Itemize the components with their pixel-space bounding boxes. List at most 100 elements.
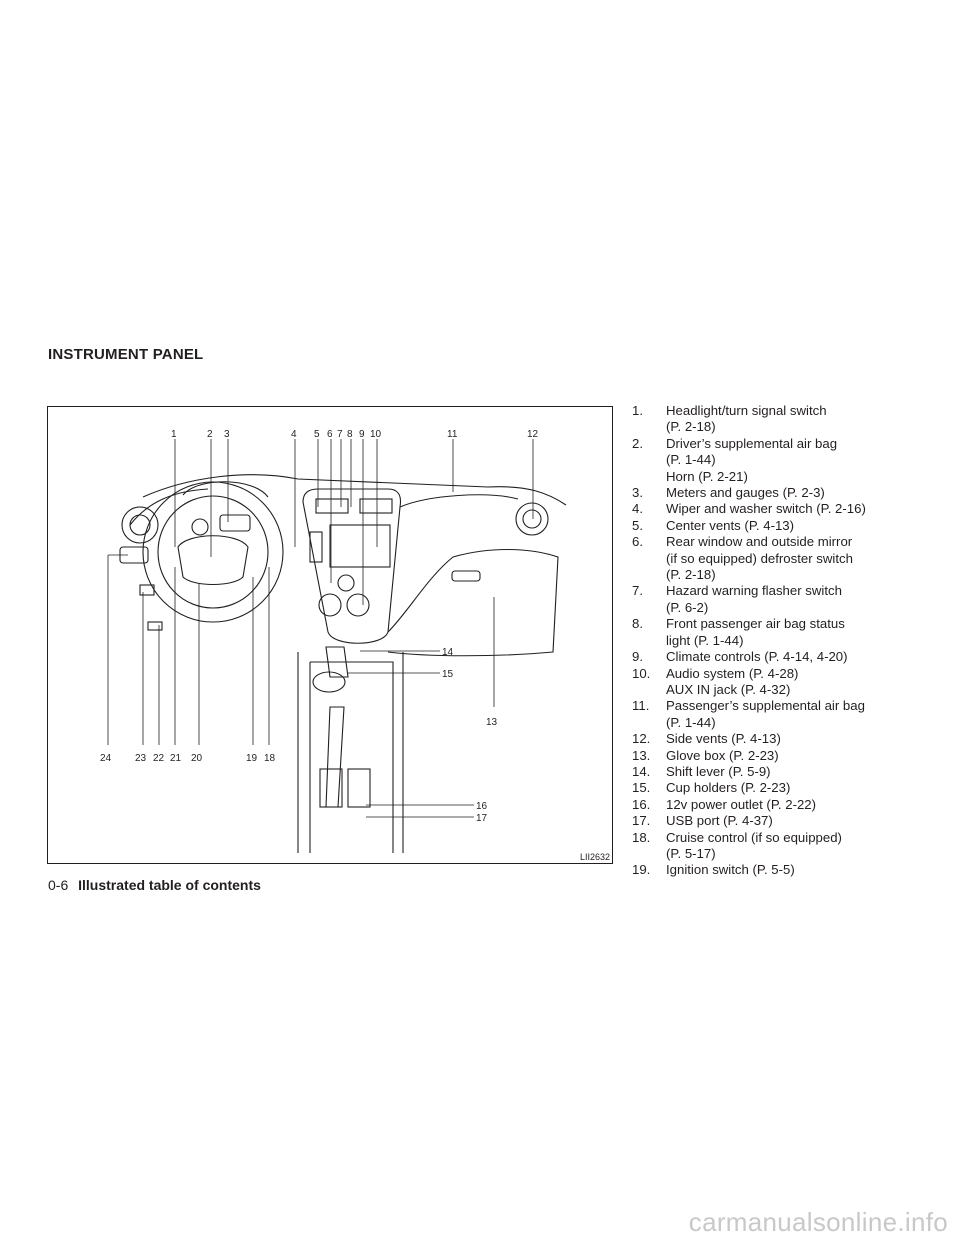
callout-item-text: Ignition switch (P. 5-5) [666, 862, 795, 878]
callout-number: 11 [447, 429, 458, 440]
callout-number: 5 [314, 429, 320, 440]
callout-item: 3. Meters and gauges (P. 2-3) [632, 485, 932, 501]
callout-number: 22 [153, 753, 165, 764]
section-heading: INSTRUMENT PANEL [48, 346, 204, 363]
callout-item-number: 8. [632, 616, 643, 632]
callout-item-number: 10. [632, 665, 651, 681]
callout-number: 13 [486, 717, 498, 728]
callout-item-text: (P. 2-18) [666, 567, 716, 583]
callout-item: 10. Audio system (P. 4-28)AUX IN jack (P.… [632, 666, 932, 699]
callout-number: 9 [359, 429, 365, 440]
callout-item: 7. Hazard warning flasher switch(P. 6-2) [632, 583, 932, 616]
callout-item-number: 7. [632, 583, 643, 599]
callout-number: 6 [327, 429, 333, 440]
callout-number: 20 [191, 753, 203, 764]
callout-item: 5. Center vents (P. 4-13) [632, 518, 932, 534]
callout-item: 6. Rear window and outside mirror(if so e… [632, 534, 932, 583]
callout-item-text: Shift lever (P. 5-9) [666, 763, 771, 779]
callout-item: 2. Driver’s supplemental air bag(P. 1-44)… [632, 436, 932, 485]
callout-item-text: light (P. 1-44) [666, 632, 744, 648]
callout-item-text: Cup holders (P. 2-23) [666, 780, 791, 796]
callout-number: 10 [370, 429, 382, 440]
callout-item-text: Glove box (P. 2-23) [666, 747, 779, 763]
figure-id: LII2632 [579, 852, 610, 862]
callout-item-text: (P. 1-44) [666, 452, 716, 468]
callout-number: 3 [224, 429, 230, 440]
callout-item-text: Cruise control (if so equipped) [666, 829, 842, 845]
callout-number: 19 [246, 753, 258, 764]
callout-item-text: Rear window and outside mirror [666, 534, 853, 550]
callout-item: 12. Side vents (P. 4-13) [632, 731, 932, 747]
callout-item: 14. Shift lever (P. 5-9) [632, 764, 932, 780]
callout-item-text: USB port (P. 4-37) [666, 813, 773, 829]
callout-number: 4 [291, 429, 297, 440]
callout-item-text: Side vents (P. 4-13) [666, 731, 781, 747]
callout-item-text: Hazard warning flasher switch [666, 583, 842, 599]
callout-number: 16 [476, 801, 488, 812]
page-footer: 0-6 Illustrated table of contents [48, 877, 261, 893]
callout-item: 13. Glove box (P. 2-23) [632, 748, 932, 764]
callout-number: 23 [135, 753, 147, 764]
callout-item-number: 11. [632, 698, 650, 714]
callout-item-text: (P. 2-18) [666, 419, 716, 435]
callout-item-text: 12v power outlet (P. 2-22) [666, 796, 817, 812]
watermark: carmanualsonline.info [688, 1207, 948, 1237]
callout-item-number: 19. [632, 862, 651, 878]
callout-item-text: Passenger’s supplemental air bag [666, 698, 865, 714]
callout-item-number: 16. [632, 796, 651, 812]
callout-item-text: AUX IN jack (P. 4-32) [666, 681, 791, 697]
callout-item-text: Audio system (P. 4-28) [666, 665, 799, 681]
callout-item-text: (P. 1-44) [666, 714, 716, 730]
callout-item-number: 2. [632, 435, 643, 451]
callout-item-number: 4. [632, 501, 643, 517]
callout-number: 18 [264, 753, 276, 764]
callout-number: 1 [171, 429, 177, 440]
callout-item: 11. Passenger’s supplemental air bag(P. 1… [632, 698, 932, 731]
callout-item-number: 14. [632, 763, 651, 779]
footer-title: Illustrated table of contents [78, 877, 261, 893]
callout-item: 1. Headlight/turn signal switch(P. 2-18) [632, 403, 932, 436]
callout-item: 16. 12v power outlet (P. 2-22) [632, 797, 932, 813]
callout-item-number: 1. [632, 403, 643, 418]
callout-item-text: (if so equipped) defroster switch [666, 550, 853, 566]
callout-item-text: Center vents (P. 4-13) [666, 517, 795, 533]
callout-item-text: Driver’s supplemental air bag [666, 435, 838, 451]
callout-item-text: (P. 6-2) [666, 599, 709, 615]
instrument-panel-illustration: 1 2 3 4 5 6 7 8 9 10 11 12 13 14 15 16 1… [47, 406, 613, 864]
callout-item: 19. Ignition switch (P. 5-5) [632, 862, 932, 878]
callout-item-text: Front passenger air bag status [666, 616, 845, 632]
callout-item-text: Meters and gauges (P. 2-3) [666, 485, 825, 501]
callout-item-text: Wiper and washer switch (P. 2-16) [666, 501, 866, 517]
callout-item-number: 3. [632, 485, 643, 501]
callout-number: 15 [442, 669, 454, 680]
callout-item-number: 9. [632, 649, 643, 665]
callout-item-number: 15. [632, 780, 651, 796]
callout-item-text: Headlight/turn signal switch [666, 403, 827, 418]
callout-item: 4. Wiper and washer switch (P. 2-16) [632, 501, 932, 517]
callout-item: 18. Cruise control (if so equipped)(P. 5-… [632, 830, 932, 863]
callout-list: 1.Headlight/turn signal switch(P. 2-18)2… [632, 403, 932, 879]
callout-number: 8 [347, 429, 353, 440]
callout-item-number: 5. [632, 517, 643, 533]
callout-number: 12 [527, 429, 539, 440]
callout-item-text: Horn (P. 2-21) [666, 468, 748, 484]
callout-item: 17. USB port (P. 4-37) [632, 813, 932, 829]
callout-item-number: 17. [632, 813, 651, 829]
callout-number: 17 [476, 813, 488, 824]
callout-number: 24 [100, 753, 112, 764]
callout-item-number: 12. [632, 731, 651, 747]
page-number: 0-6 [48, 877, 69, 893]
callout-number: 14 [442, 647, 454, 658]
callout-item-text: Climate controls (P. 4-14, 4-20) [666, 649, 848, 665]
callout-number: 7 [337, 429, 343, 440]
callout-item: 9. Climate controls (P. 4-14, 4-20) [632, 649, 932, 665]
callout-item: 15. Cup holders (P. 2-23) [632, 780, 932, 796]
callout-item-number: 6. [632, 534, 643, 550]
callout-item-number: 18. [632, 829, 651, 845]
callout-item-number: 13. [632, 747, 651, 763]
callout-number: 21 [170, 753, 182, 764]
callout-item-text: (P. 5-17) [666, 845, 716, 861]
dashboard-line-drawing: 1 2 3 4 5 6 7 8 9 10 11 12 13 14 15 16 1… [100, 429, 567, 853]
callout-number: 2 [207, 429, 213, 440]
